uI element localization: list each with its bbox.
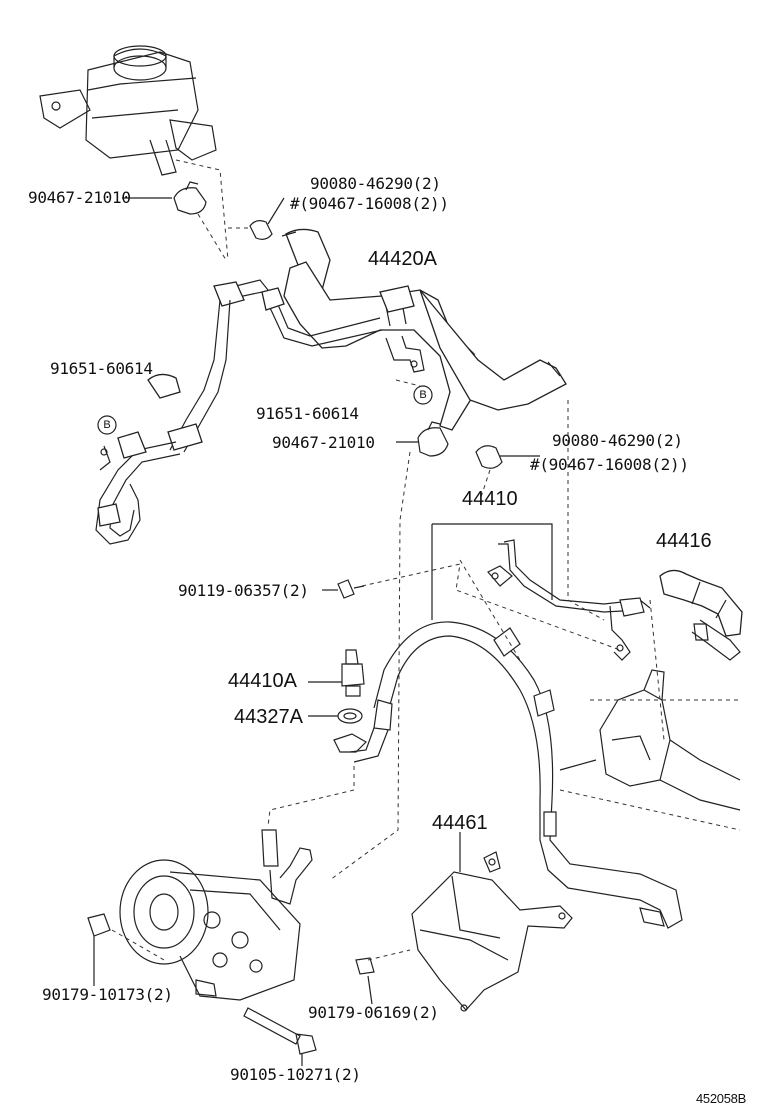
- label-90467-21010-top: 90467-21010: [28, 188, 131, 207]
- leader-lines: [111, 159, 741, 961]
- callout-b-left: B: [103, 419, 111, 431]
- label-91651-60614-mid: 91651-60614: [256, 404, 359, 423]
- label-90080-46290-top: 90080-46290(2): [310, 174, 441, 193]
- label-90467-21010-mid: 90467-21010: [272, 433, 375, 452]
- bracket-44461: [411, 832, 573, 1012]
- label-44327A: 44327A: [234, 706, 303, 728]
- label-44410A: 44410A: [228, 670, 297, 692]
- label-44416: 44416: [656, 530, 712, 552]
- label-90179-10173: 90179-10173(2): [42, 985, 173, 1004]
- label-44410: 44410: [462, 488, 518, 510]
- label-44461: 44461: [432, 812, 488, 834]
- nut-90179-06169: [355, 957, 375, 1005]
- label-90467-16008-top: #(90467-16008(2)): [290, 194, 449, 213]
- power-steering-pump: [119, 829, 313, 1001]
- steering-gear: [559, 669, 741, 811]
- return-tube-44410: [431, 523, 651, 661]
- reservoir-hose-44420A: [95, 228, 567, 545]
- callout-b-mid-circle: [413, 385, 433, 405]
- label-90119-06357: 90119-06357(2): [178, 581, 309, 600]
- clamp-top: [122, 181, 207, 215]
- nut-90179-10173: [87, 913, 111, 986]
- label-90080-46290-mid: 90080-46290(2): [552, 431, 683, 450]
- callout-b-mid: B: [419, 389, 427, 401]
- pressure-tube: [349, 621, 683, 929]
- small-clamp-mid: [475, 445, 540, 469]
- label-90105-10271: 90105-10271(2): [230, 1065, 361, 1084]
- small-clamp-top: [249, 197, 285, 240]
- callout-b-left-circle: [97, 415, 117, 435]
- bolt-90119: [322, 579, 365, 599]
- reservoir-tank: [39, 45, 217, 176]
- label-90467-16008-mid: #(90467-16008(2)): [530, 455, 689, 474]
- diagram-id: 452058B: [696, 1091, 746, 1106]
- label-91651-60614-left: 91651-60614: [50, 359, 153, 378]
- pressure-switch: [308, 649, 367, 753]
- hose-44416: [659, 569, 743, 661]
- label-44420A: 44420A: [368, 248, 437, 270]
- label-90179-06169: 90179-06169(2): [308, 1003, 439, 1022]
- clamp-mid: [396, 421, 449, 457]
- bolt-90105: [243, 1007, 317, 1066]
